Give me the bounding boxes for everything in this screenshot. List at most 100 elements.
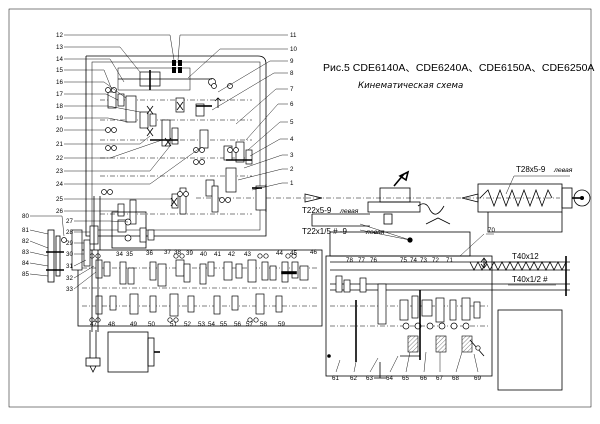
part-label: 81 bbox=[22, 227, 29, 234]
part-label: 59 bbox=[278, 321, 285, 328]
part-label: 4 bbox=[290, 136, 294, 143]
part-label: 2 bbox=[290, 166, 294, 173]
apron-gears bbox=[327, 275, 485, 379]
motor-icon bbox=[85, 330, 160, 373]
tool-post-icon bbox=[311, 170, 451, 227]
part-label: 48 bbox=[108, 321, 115, 328]
part-label: 76 bbox=[370, 257, 377, 264]
part-label: 6 bbox=[290, 101, 294, 108]
figure-title: Рис.5 CDE6140A、CDE6240A、CDE6150A、CDE6250… bbox=[323, 62, 594, 74]
part-label: 22 bbox=[56, 155, 63, 162]
part-label: 20 bbox=[56, 127, 63, 134]
part-label: 49 bbox=[130, 321, 137, 328]
part-label: 33 bbox=[66, 286, 73, 293]
part-label: 43 bbox=[244, 251, 251, 258]
part-label: 28 bbox=[66, 229, 73, 236]
part-label: 64 bbox=[386, 375, 393, 382]
part-label: 73 bbox=[420, 257, 427, 264]
tailstock-screw-hand-label: левая bbox=[553, 167, 573, 174]
handwheel-icon bbox=[573, 189, 591, 207]
part-label: 84 bbox=[22, 260, 29, 267]
link-shafts bbox=[93, 196, 155, 250]
part-label: 57 bbox=[246, 321, 253, 328]
part-label: 37 bbox=[164, 249, 171, 256]
shift-fork-symbols bbox=[146, 101, 184, 207]
part-label: 47 bbox=[90, 321, 97, 328]
part-label: 40 bbox=[200, 251, 207, 258]
part-label: 5 bbox=[290, 119, 294, 126]
tailstock-leader bbox=[505, 175, 570, 195]
part-label: 12 bbox=[56, 32, 63, 39]
part-label: 58 bbox=[260, 321, 267, 328]
part-label: 83 bbox=[22, 249, 29, 256]
feed-gearbox-gears bbox=[89, 253, 309, 323]
top-screw-pivot bbox=[407, 237, 413, 243]
belt-drive bbox=[91, 250, 99, 332]
part-label: 66 bbox=[420, 375, 427, 382]
part-label: 77 bbox=[358, 257, 365, 264]
feed-arrow-icon bbox=[480, 257, 488, 269]
part-label: 50 bbox=[148, 321, 155, 328]
part-label: 68 bbox=[452, 375, 459, 382]
part-label: 69 bbox=[474, 375, 481, 382]
part-label: 10 bbox=[290, 46, 297, 53]
part-label: 17 bbox=[56, 91, 63, 98]
part-label: 56 bbox=[234, 321, 241, 328]
part-label: 80 bbox=[22, 213, 29, 220]
part-label: 51 bbox=[170, 321, 177, 328]
part-label: 15 bbox=[56, 67, 63, 74]
part-label: 74 bbox=[410, 257, 417, 264]
part-label: 7 bbox=[290, 86, 294, 93]
lead-screw-leaders bbox=[508, 261, 556, 286]
part-label: 46 bbox=[310, 249, 317, 256]
part-label: 65 bbox=[402, 375, 409, 382]
part-label: 61 bbox=[332, 375, 339, 382]
part-label: 54 bbox=[208, 321, 215, 328]
part-label: 1 bbox=[290, 180, 294, 187]
part-label: 67 bbox=[436, 375, 443, 382]
part-label: 13 bbox=[56, 44, 63, 51]
part-label: 21 bbox=[56, 141, 63, 148]
part-label: 38 bbox=[174, 249, 181, 256]
part-label: 42 bbox=[228, 251, 235, 258]
part-label: 18 bbox=[56, 103, 63, 110]
part-label: 78 bbox=[346, 257, 353, 264]
clutch-assembly bbox=[117, 60, 216, 91]
part-label: 9 bbox=[290, 58, 294, 65]
part-label: 8 bbox=[290, 70, 294, 77]
part-label: 14 bbox=[56, 56, 63, 63]
lead-screw-label-1: T40x12 bbox=[512, 252, 539, 261]
part-labels: 11 10 9 8 7 6 5 4 3 2 1 12 13 14 15 16 1… bbox=[22, 32, 495, 382]
part-label: 30 bbox=[66, 251, 73, 258]
part-label: 25 bbox=[56, 196, 63, 203]
part-label: 39 bbox=[186, 250, 193, 257]
part-label: 53 bbox=[198, 321, 205, 328]
part-label: 45 bbox=[290, 250, 297, 257]
carriage-pointer bbox=[459, 233, 494, 257]
cross-screw-hand-label: левая bbox=[339, 208, 359, 215]
top-screw-hand-label: левая bbox=[365, 229, 385, 236]
tailstock-screw-label: T28x5-9 bbox=[516, 165, 546, 174]
part-label: 75 bbox=[400, 257, 407, 264]
feed-gearbox-housing bbox=[77, 249, 323, 327]
part-label: 23 bbox=[56, 168, 63, 175]
part-label: 44 bbox=[276, 250, 283, 257]
part-label: 36 bbox=[146, 250, 153, 257]
part-label: 27 bbox=[66, 218, 73, 225]
figure-subtitle: Кинематическая схема bbox=[358, 81, 463, 91]
part-label: 26 bbox=[56, 208, 63, 215]
part-label: 34 bbox=[116, 251, 123, 258]
cross-screw-label: T22x5-9 bbox=[302, 206, 332, 215]
part-label: 3 bbox=[290, 152, 294, 159]
part-label: 29 bbox=[66, 240, 73, 247]
top-screw-label: T22x1/5 # -9 bbox=[302, 227, 347, 236]
drawing-frame bbox=[8, 8, 592, 408]
part-label: 63 bbox=[366, 375, 373, 382]
saddle-plate bbox=[329, 231, 471, 257]
part-label: 35 bbox=[126, 251, 133, 258]
part-label: 62 bbox=[350, 375, 357, 382]
part-label: 16 bbox=[56, 79, 63, 86]
part-label: 19 bbox=[56, 115, 63, 122]
part-label: 82 bbox=[22, 238, 29, 245]
